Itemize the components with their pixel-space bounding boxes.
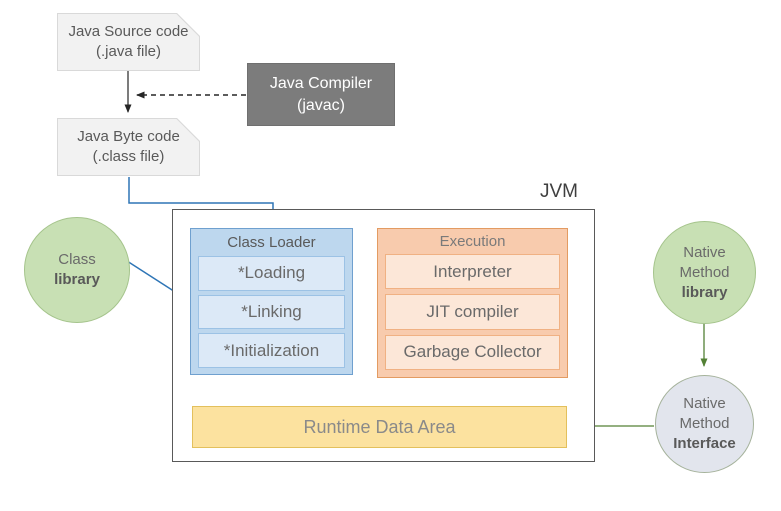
native-method-interface-node: Native Method Interface <box>655 375 754 473</box>
class-loader-item-initialization: *Initialization <box>198 333 345 369</box>
nml-line1: Native <box>683 243 726 261</box>
runtime-data-area-node: Runtime Data Area <box>192 406 567 448</box>
java-compiler-line2: (javac) <box>296 96 345 114</box>
class-library-node: Class library <box>24 217 130 323</box>
execution-item-jit-compiler: JIT compiler <box>385 294 560 330</box>
execution-item-interpreter: Interpreter <box>385 254 560 290</box>
java-compiler-line1: Java Compiler <box>269 74 373 92</box>
java-source-line1: Java Source code <box>68 23 189 40</box>
class-loader-item-loading: *Loading <box>198 256 345 291</box>
java-byte-line1: Java Byte code <box>77 128 180 145</box>
java-compiler-node: Java Compiler (javac) <box>247 63 395 126</box>
execution-node: Execution Interpreter JIT compiler Garba… <box>377 228 568 378</box>
nml-line2: Method <box>679 263 730 281</box>
java-byte-code-node: Java Byte code (.class file) <box>57 118 200 176</box>
class-library-line1: Class <box>58 251 96 268</box>
class-library-line2: library <box>54 271 100 288</box>
nml-line3: library <box>681 283 728 301</box>
execution-title: Execution <box>439 233 506 250</box>
execution-item-garbage-collector: Garbage Collector <box>385 334 560 370</box>
class-loader-item-linking: *Linking <box>198 294 345 330</box>
jvm-label: JVM <box>540 181 578 202</box>
class-loader-node: Class Loader *Loading *Linking *Initiali… <box>190 228 353 375</box>
java-byte-line2: (.class file) <box>92 148 165 165</box>
class-loader-title: Class Loader <box>227 234 316 251</box>
nmi-line3: Interface <box>673 435 736 452</box>
java-source-line2: (.java file) <box>95 43 162 60</box>
nmi-line2: Method <box>679 415 730 432</box>
nmi-line1: Native <box>683 395 726 412</box>
java-source-code-node: Java Source code (.java file) <box>57 13 200 71</box>
native-method-library-node: Native Method library <box>653 221 756 324</box>
